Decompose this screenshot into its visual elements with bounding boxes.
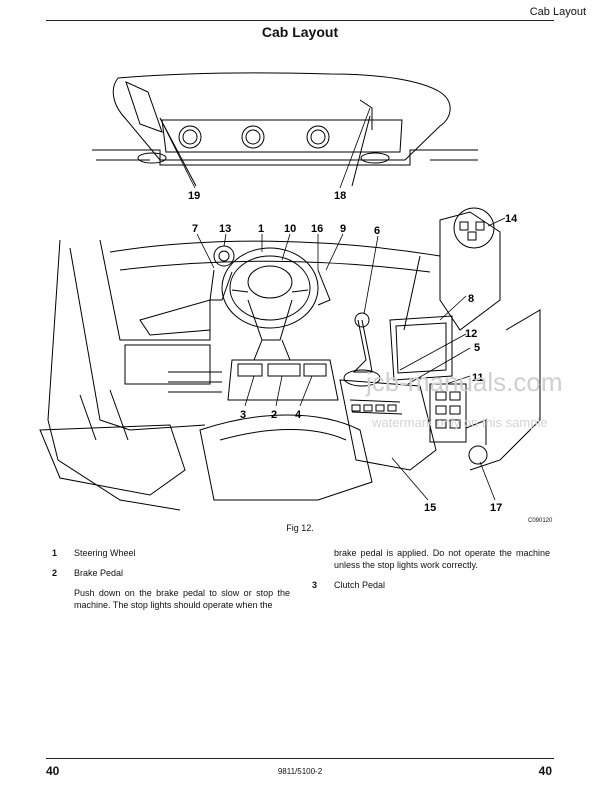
leader-lines bbox=[159, 107, 506, 501]
item-label: Brake Pedal bbox=[74, 568, 124, 578]
item-number: 2 bbox=[52, 568, 58, 578]
document-code: 9811/5100-2 bbox=[277, 767, 323, 776]
page-number-left: 40 bbox=[46, 764, 60, 778]
callout-18: 18 bbox=[334, 190, 346, 202]
callout-11: 11 bbox=[472, 372, 484, 384]
page-number-right: 40 bbox=[538, 764, 552, 778]
figure-caption: Fig 12. bbox=[286, 523, 314, 533]
callout-2: 2 bbox=[271, 409, 277, 421]
callout-19: 19 bbox=[188, 190, 200, 202]
item-description-continued: brake pedal is applied. Do not operate t… bbox=[334, 548, 550, 570]
running-header: Cab Layout bbox=[529, 6, 586, 18]
callout-10: 10 bbox=[284, 223, 296, 235]
cab-interior-drawing bbox=[39, 207, 541, 511]
callout-4: 4 bbox=[295, 409, 302, 421]
callout-14: 14 bbox=[505, 213, 518, 225]
callout-17: 17 bbox=[490, 502, 502, 514]
item-description: Push down on the brake pedal to slow or … bbox=[74, 588, 290, 610]
figure-callouts: 19 18 7 13 1 10 16 9 6 14 8 12 5 11 3 2 … bbox=[188, 190, 518, 514]
list-item: 1 Steering Wheel bbox=[52, 547, 290, 559]
page-title: Cab Layout bbox=[261, 24, 339, 40]
callout-13: 13 bbox=[219, 223, 231, 235]
item-number: 3 bbox=[312, 580, 318, 590]
header-rule bbox=[46, 20, 554, 21]
roof-panel-drawing bbox=[92, 72, 478, 187]
callout-6: 6 bbox=[374, 225, 380, 237]
callout-15: 15 bbox=[424, 502, 436, 514]
list-item: 2 Brake Pedal bbox=[52, 567, 290, 579]
callout-1: 1 bbox=[258, 223, 264, 235]
left-column: 1 Steering Wheel 2 Brake Pedal Push down… bbox=[52, 547, 290, 611]
callout-3: 3 bbox=[240, 409, 246, 421]
callout-12: 12 bbox=[465, 328, 477, 340]
callout-16: 16 bbox=[311, 223, 323, 235]
figure-code: C090120 bbox=[528, 518, 553, 524]
item-number: 1 bbox=[52, 548, 58, 558]
right-column: brake pedal is applied. Do not operate t… bbox=[312, 547, 550, 599]
footer-rule bbox=[46, 758, 554, 759]
item-label: Steering Wheel bbox=[74, 548, 136, 558]
list-item: 3 Clutch Pedal bbox=[312, 579, 550, 591]
callout-5: 5 bbox=[474, 342, 480, 354]
item-label: Clutch Pedal bbox=[334, 580, 386, 590]
callout-8: 8 bbox=[468, 293, 474, 305]
callout-7: 7 bbox=[192, 223, 198, 235]
cab-layout-figure: 19 18 7 13 1 10 16 9 6 14 8 12 5 11 3 2 … bbox=[39, 72, 541, 514]
callout-9: 9 bbox=[340, 223, 346, 235]
watermark-sub: watermark only on this sample bbox=[372, 415, 548, 430]
watermark: jcb-manuals.com bbox=[366, 367, 563, 397]
